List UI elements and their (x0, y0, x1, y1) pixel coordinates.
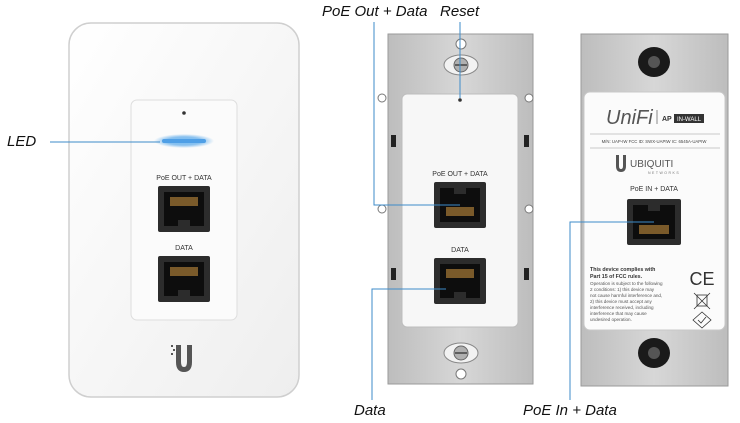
callout-poe-in-data: PoE In + Data (523, 402, 617, 419)
right-clip-1 (524, 135, 529, 147)
front-port2-label: DATA (175, 245, 193, 252)
back-top-grommet-icon (638, 47, 670, 77)
weee-bin-icon (693, 292, 711, 310)
top-mount-hole (455, 38, 467, 50)
right-side-hole (524, 93, 534, 103)
back-product-prefix: AP (662, 116, 672, 123)
left-side-hole-2 (377, 204, 387, 214)
compliance-line: interference received, including (590, 305, 654, 310)
poe-out-callout-line (373, 22, 460, 206)
compliance-title-1: This device complies with (590, 267, 655, 273)
front-ethernet-port-2 (158, 256, 210, 302)
front-port1-label: PoE OUT + DATA (156, 175, 212, 182)
callout-led: LED (7, 133, 37, 150)
compliance-line: 2) this device must accept any (590, 299, 652, 304)
callout-poe-out-data: PoE Out + Data (322, 3, 428, 20)
left-clip-2 (391, 268, 396, 280)
front-ethernet-port-1 (158, 186, 210, 232)
callout-data: Data (354, 402, 386, 419)
poe-in-callout-line (569, 221, 654, 400)
back-product-badge: IN-WALL (677, 117, 702, 123)
back-model-line: M/N: UAP-IW FCC ID: SWX-UAPIW IC: 6545A-… (602, 139, 708, 144)
back-bottom-grommet-icon (638, 338, 670, 368)
left-side-hole (377, 93, 387, 103)
middle-view: PoE OUT + DATA DATA (377, 33, 534, 385)
data-callout-line (371, 288, 446, 400)
compliance-line: interference that may cause (590, 311, 647, 316)
top-screw-icon (443, 54, 479, 76)
compliance-line: 2 conditions: 1) this device may (590, 287, 655, 292)
ubiquiti-logo-icon (616, 155, 626, 172)
ubiquiti-u-logo-icon (171, 345, 192, 372)
bottom-screw-icon (443, 342, 479, 364)
middle-ethernet-port-2 (434, 258, 486, 304)
back-company-sub: NETWORKS (648, 171, 680, 175)
reset-button-hole (458, 98, 462, 102)
ce-mark: CE (689, 269, 714, 289)
front-view: PoE OUT + DATA DATA (68, 22, 300, 398)
back-company: UBIQUITI (630, 159, 673, 170)
rcm-mark-icon (692, 311, 712, 329)
product-badge-bg (674, 114, 704, 123)
bottom-mount-hole (455, 368, 467, 380)
left-clip-1 (391, 135, 396, 147)
compliance-title-2: Part 15 of FCC rules. (590, 274, 643, 280)
middle-port1-label: PoE OUT + DATA (432, 171, 488, 178)
front-pinhole (182, 111, 186, 115)
back-view: UniFi AP IN-WALL M/N: UAP-IW FCC ID: SWX… (580, 33, 729, 387)
compliance-line: undesired operation. (590, 317, 632, 322)
middle-port2-label: DATA (451, 247, 469, 254)
compliance-line: Operation is subject to the following (590, 281, 663, 286)
compliance-line: not cause harmful interference and, (590, 293, 662, 298)
right-clip-2 (524, 268, 529, 280)
led-indicator (162, 139, 206, 143)
callout-reset: Reset (440, 3, 480, 20)
right-side-hole-2 (524, 204, 534, 214)
back-port-label: PoE IN + DATA (630, 186, 678, 193)
back-brand: UniFi (606, 107, 653, 129)
